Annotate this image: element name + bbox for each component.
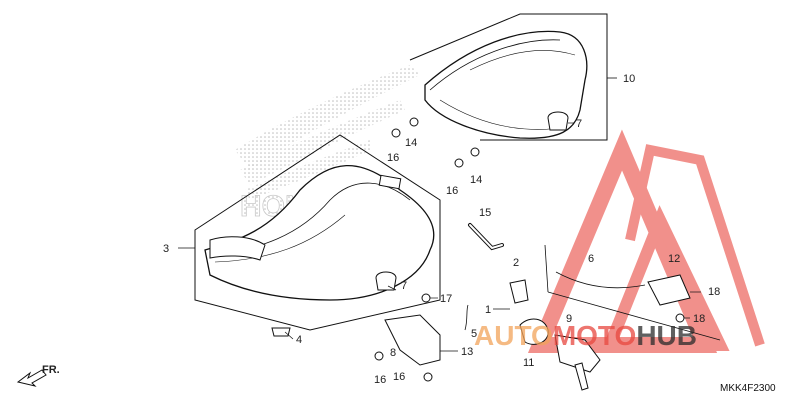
callout-7-upper: 7 xyxy=(576,118,582,130)
callout-18-lower: 18 xyxy=(693,313,705,325)
callout-numbers: 10 7 14 16 14 16 3 15 7 4 2 6 12 18 17 1… xyxy=(163,73,720,386)
bolts-and-nuts xyxy=(374,117,685,382)
hex-wrench xyxy=(468,223,504,251)
diagram-code: MKK4F2300 xyxy=(720,383,776,394)
callout-3: 3 xyxy=(163,243,169,255)
rubber-cushions xyxy=(271,111,569,337)
callout-10: 10 xyxy=(623,73,635,85)
callout-15: 15 xyxy=(479,207,491,219)
callout-14-left: 14 xyxy=(405,137,417,149)
callout-2: 2 xyxy=(513,257,519,269)
callout-9: 9 xyxy=(566,313,572,325)
callout-16-right: 16 xyxy=(446,185,458,197)
callout-13: 13 xyxy=(461,346,473,358)
seat-cowl-group xyxy=(409,13,617,141)
callout-17: 17 xyxy=(440,293,452,305)
callout-8: 8 xyxy=(390,347,396,359)
seat-group xyxy=(178,134,441,331)
leader-lines xyxy=(284,122,701,352)
callout-14-right: 14 xyxy=(470,174,482,186)
front-label: FR. xyxy=(42,364,60,376)
callout-18-upper: 18 xyxy=(708,286,720,298)
callout-16-bottom: 16 xyxy=(393,371,405,383)
seat-lock-parts xyxy=(384,274,691,391)
callout-4: 4 xyxy=(296,334,302,346)
cable-lines xyxy=(464,244,721,341)
callout-7-lower: 7 xyxy=(401,280,407,292)
site-logo-triangles xyxy=(527,129,765,353)
callout-1: 1 xyxy=(485,304,491,316)
callout-16-bottom-left: 16 xyxy=(374,374,386,386)
svg-text:AUTOMOTOHUB: AUTOMOTOHUB xyxy=(474,320,697,351)
callout-16-left: 16 xyxy=(387,152,399,164)
callout-12: 12 xyxy=(668,253,680,265)
callout-6: 6 xyxy=(588,253,594,265)
watermark-part-auto: AUTO xyxy=(474,320,553,351)
front-direction-arrow: FR. xyxy=(16,364,60,387)
callout-5: 5 xyxy=(471,328,477,340)
site-watermark: AUTOMOTOHUB xyxy=(474,320,697,351)
watermark-part-moto: MOTO xyxy=(553,320,636,351)
watermark-part-hub: HUB xyxy=(636,320,697,351)
callout-11: 11 xyxy=(523,357,534,369)
